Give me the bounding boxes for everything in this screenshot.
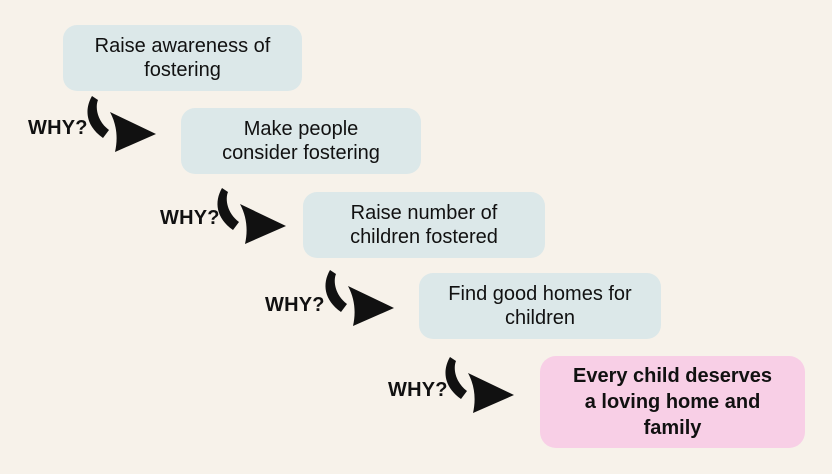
- cause-box-good-homes: Find good homes for children: [419, 273, 661, 339]
- cause-box-raise-awareness: Raise awareness of fostering: [63, 25, 302, 91]
- why-label-4: WHY?: [388, 379, 448, 401]
- box-text-line: family: [643, 417, 702, 439]
- why-label-1: WHY?: [28, 117, 88, 139]
- box-text-line: fostering: [144, 59, 221, 81]
- box-text-line: children: [504, 307, 576, 329]
- cause-box-consider-fostering: Make people consider fostering: [181, 108, 421, 174]
- curved-arrow-icon: [320, 268, 396, 326]
- box-text-line: children fostered: [350, 226, 498, 248]
- curved-arrow-icon: [212, 186, 288, 244]
- goal-box-loving-home: Every child deserves a loving home and f…: [540, 356, 805, 448]
- box-text-line: Make people: [243, 118, 359, 140]
- box-text-line: Raise number of: [350, 202, 498, 224]
- curved-arrow-icon: [440, 355, 516, 413]
- box-text-line: Raise awareness of: [94, 35, 271, 57]
- cause-box-children-fostered: Raise number of children fostered: [303, 192, 545, 258]
- box-text-line: Every child deserves: [572, 365, 772, 387]
- why-label-2: WHY?: [160, 207, 220, 229]
- box-text-line: a loving home and: [584, 391, 761, 413]
- box-text-line: Find good homes for: [448, 283, 632, 305]
- box-text-line: consider fostering: [222, 142, 380, 164]
- why-label-3: WHY?: [265, 294, 325, 316]
- curved-arrow-icon: [82, 94, 158, 152]
